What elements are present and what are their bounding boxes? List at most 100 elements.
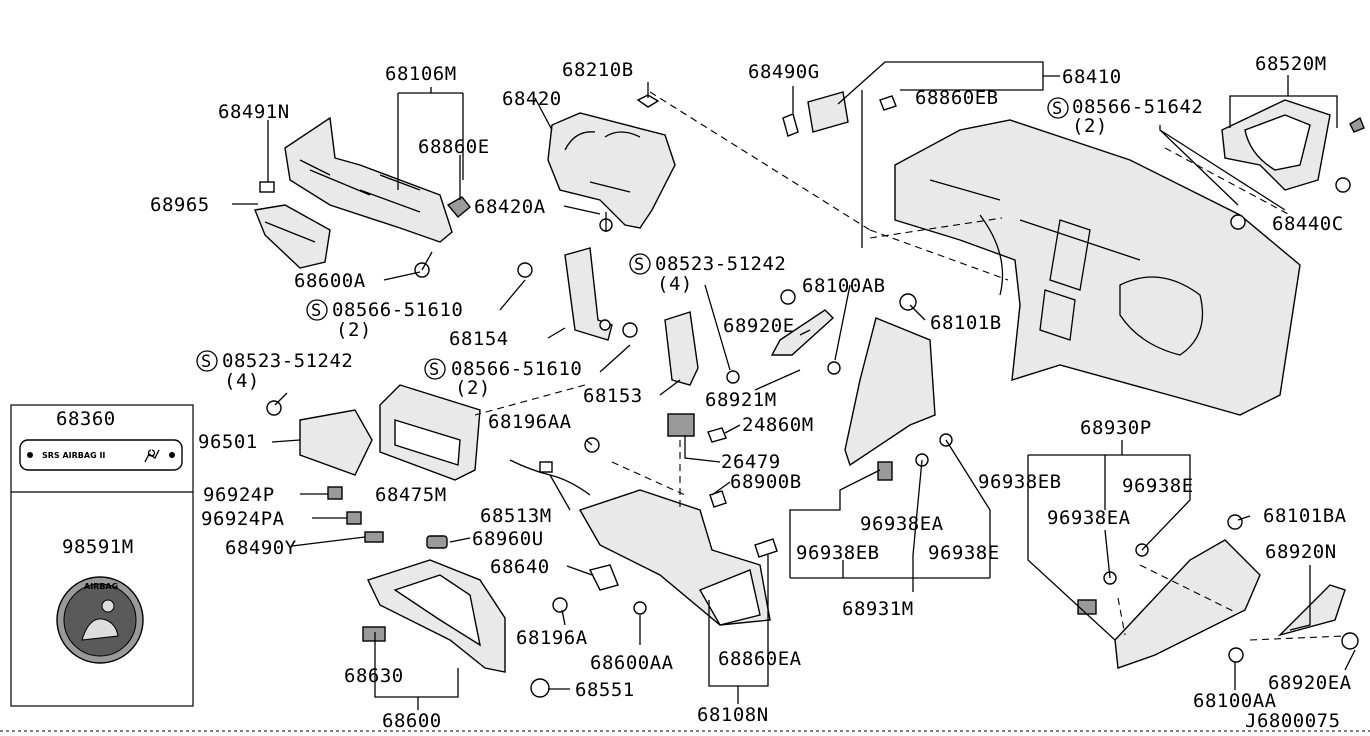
vent-housing-68410[interactable]: [807, 91, 849, 133]
pocket-68475M[interactable]: [379, 384, 481, 481]
label-68108N: 68108N: [697, 704, 769, 726]
clip-96938EA[interactable]: [915, 453, 1117, 585]
label-qty-4b: (4): [224, 370, 260, 392]
screw-symbol-3: S: [306, 299, 328, 321]
cover-68520M[interactable]: [1221, 99, 1331, 191]
svg-text:AIRBAG: AIRBAG: [84, 582, 118, 591]
screw-68420A[interactable]: [599, 212, 613, 232]
leader-lines: [232, 61, 1356, 710]
switch-96501[interactable]: [266, 400, 373, 476]
label-68490Y: 68490Y: [225, 537, 297, 559]
clip-96924P[interactable]: [327, 486, 343, 500]
label-96938EB-left: 96938EB: [796, 542, 880, 564]
clip-68860EA[interactable]: [754, 538, 778, 558]
label-68101BA: 68101BA: [1263, 505, 1347, 527]
clip-68900B[interactable]: [709, 490, 727, 508]
label-68860E: 68860E: [418, 136, 490, 158]
diagram-id: J6800075: [1245, 710, 1341, 732]
srs-airbag-plate-68360[interactable]: SRS AIRBAG II: [19, 439, 183, 471]
label-68965: 68965: [150, 194, 210, 216]
airbag-warning-disc-98591M[interactable]: AIRBAG: [56, 576, 144, 664]
label-08523-51242a: 08523-51242: [655, 253, 786, 275]
label-68630: 68630: [344, 665, 404, 687]
label-68600AA: 68600AA: [590, 652, 674, 674]
label-68101B: 68101B: [930, 312, 1002, 334]
label-96924P: 96924P: [203, 484, 275, 506]
label-96924PA: 96924PA: [201, 508, 285, 530]
clip-68960U[interactable]: [426, 535, 448, 549]
clip-68210B[interactable]: [636, 94, 660, 108]
label-96938E-right: 96938E: [1122, 475, 1194, 497]
clip-68196A[interactable]: [552, 597, 568, 613]
clip-68491N[interactable]: [259, 181, 275, 193]
label-68410: 68410: [1062, 66, 1122, 88]
clip-24860M[interactable]: [707, 427, 727, 443]
label-68920N: 68920N: [1265, 541, 1337, 563]
label-68921M: 68921M: [705, 389, 777, 411]
clip-68490Y[interactable]: [364, 531, 384, 543]
label-68640: 68640: [490, 556, 550, 578]
label-96938EB-right: 96938EB: [978, 471, 1062, 493]
label-68960U: 68960U: [472, 528, 544, 550]
label-68100AA: 68100AA: [1193, 690, 1277, 712]
part-68965[interactable]: [254, 204, 331, 269]
screw-symbol-5: S: [424, 358, 446, 380]
label-68551: 68551: [575, 679, 635, 701]
vent-68490G[interactable]: [782, 113, 799, 137]
lock-68551[interactable]: [530, 678, 550, 698]
label-68931M: 68931M: [842, 598, 914, 620]
relay-26479[interactable]: [667, 413, 695, 437]
instrument-panel-68410[interactable]: [894, 119, 1301, 416]
part-68106M[interactable]: [284, 116, 453, 243]
clip-68860EB[interactable]: [879, 95, 897, 111]
label-68860EA: 68860EA: [718, 648, 802, 670]
bracket-68640[interactable]: [588, 564, 619, 591]
label-68520M: 68520M: [1255, 53, 1327, 75]
label-qty-2a: (2): [1072, 115, 1108, 137]
label-68475M: 68475M: [375, 484, 447, 506]
label-68600A: 68600A: [294, 270, 366, 292]
screw-68600A[interactable]: [414, 251, 433, 278]
screw-symbol-2: S: [629, 253, 651, 275]
clip-96924PA[interactable]: [346, 511, 362, 525]
label-qty-2c: (2): [455, 377, 491, 399]
label-68600: 68600: [382, 710, 442, 732]
bracket-68153[interactable]: [622, 311, 740, 386]
svg-text:S: S: [1052, 99, 1063, 119]
screw-68600AA[interactable]: [633, 601, 647, 615]
label-68491N: 68491N: [218, 101, 290, 123]
label-68153: 68153: [583, 385, 643, 407]
lower-cover-68930P[interactable]: [1077, 514, 1261, 669]
dashed-leaders: [474, 91, 1346, 641]
label-68100AB: 68100AB: [802, 275, 886, 297]
label-68900B: 68900B: [730, 471, 802, 493]
latch-68630[interactable]: [362, 626, 386, 642]
part-68420[interactable]: [547, 112, 676, 229]
lower-cluster-68108N[interactable]: [578, 489, 771, 626]
bracket-68920N[interactable]: [1277, 584, 1359, 650]
label-68196A: 68196A: [516, 627, 588, 649]
label-68106M: 68106M: [385, 63, 457, 85]
clip-68860E[interactable]: [446, 196, 471, 218]
label-08566-51610b: 08566-51610: [451, 358, 582, 380]
clip-68520M-side[interactable]: [1349, 116, 1365, 133]
part-labels: 68106M 68491N 68860E 68965 68600A 68210B…: [56, 53, 1351, 732]
svg-text:S: S: [429, 360, 440, 380]
label-08566-51610a: 08566-51610: [332, 299, 463, 321]
knee-trim-68921M[interactable]: [827, 293, 936, 467]
screw-68440C[interactable]: [1230, 177, 1351, 230]
harness-68513M[interactable]: [509, 437, 600, 496]
label-08523-51242b: 08523-51242: [222, 350, 353, 372]
clip-96938E[interactable]: [939, 433, 1149, 557]
glove-box-68600[interactable]: [367, 559, 506, 673]
bracket-68920E[interactable]: [770, 289, 835, 356]
label-68360: 68360: [56, 408, 116, 430]
bracket-68154[interactable]: [517, 247, 613, 341]
label-96501: 96501: [198, 431, 258, 453]
label-qty-2b: (2): [336, 319, 372, 341]
clip-96938EB[interactable]: [877, 461, 893, 481]
label-24860M: 24860M: [742, 414, 814, 436]
label-98591M: 98591M: [62, 536, 134, 558]
label-68420: 68420: [502, 88, 562, 110]
